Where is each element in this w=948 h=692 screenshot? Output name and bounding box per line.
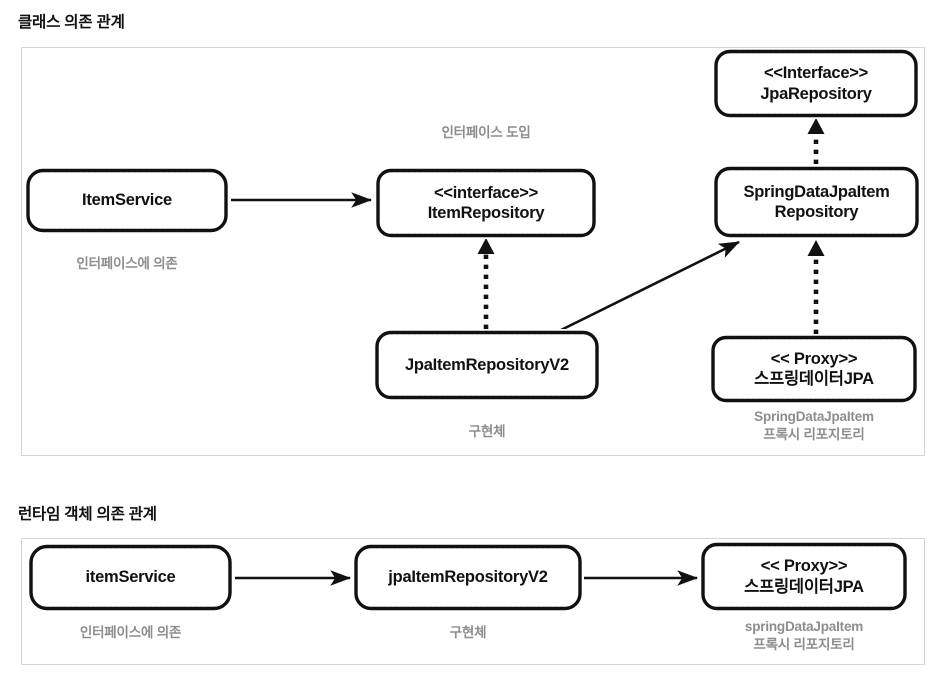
caption-interface-dependency: 인터페이스에 의존 (76, 256, 178, 271)
node-jpa-item-repository-v2-instance[interactable]: jpaItemRepositoryV2 (353, 543, 583, 612)
node-item-repository[interactable]: <<interface>> ItemRepository (375, 167, 597, 239)
node-item-service-instance[interactable]: itemService (28, 543, 233, 612)
node-item-service[interactable]: ItemService (25, 167, 229, 234)
node-spring-data-jpa-proxy-instance[interactable]: << Proxy>> 스프링데이터JPA (700, 541, 908, 612)
caption-proxy-repository: SpringDataJpaItem 프록시 리포지토리 (754, 409, 874, 442)
node-jpa-repository[interactable]: <<Interface>> JpaRepository (713, 48, 919, 119)
caption-implementation: 구현체 (468, 424, 506, 439)
node-label: <<interface>> ItemRepository (427, 183, 545, 222)
node-jpa-item-repository-v2[interactable]: JpaItemRepositoryV2 (374, 329, 600, 401)
node-label: JpaItemRepositoryV2 (405, 355, 569, 374)
caption-runtime-interface-dependency: 인터페이스에 의존 (79, 625, 182, 640)
runtime-diagram-title: 런타임 객체 의존 관계 (18, 506, 157, 523)
node-label: << Proxy>> 스프링데이터JPA (754, 349, 874, 388)
node-spring-data-jpa-item-repository[interactable]: SpringDataJpaItem Repository (713, 165, 920, 239)
class-diagram-title: 클래스 의존 관계 (18, 14, 125, 31)
caption-interface-introduction: 인터페이스 도입 (441, 125, 531, 140)
node-label: ItemService (82, 191, 172, 210)
node-label: itemService (85, 568, 176, 587)
caption-runtime-implementation: 구현체 (449, 625, 487, 640)
node-label: << Proxy>> 스프링데이터JPA (744, 557, 864, 596)
node-label: SpringDataJpaItem Repository (743, 182, 890, 221)
node-spring-data-jpa-proxy[interactable]: << Proxy>> 스프링데이터JPA (710, 334, 918, 404)
node-label: jpaItemRepositoryV2 (388, 568, 548, 587)
caption-runtime-proxy-repository: springDataJpaItem 프록시 리포지토리 (744, 619, 864, 652)
node-label: <<Interface>> JpaRepository (760, 64, 872, 103)
